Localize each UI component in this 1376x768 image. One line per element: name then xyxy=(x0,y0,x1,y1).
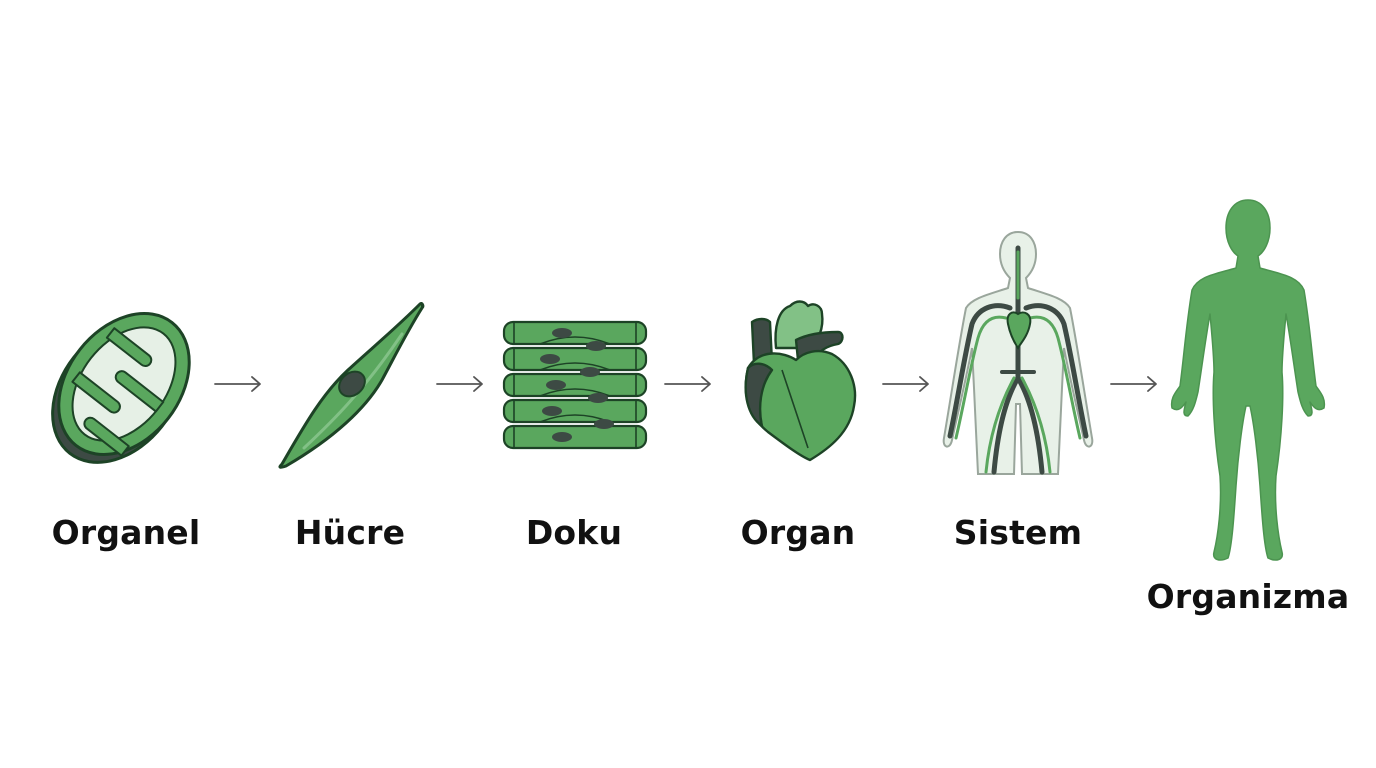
right-arrow-icon xyxy=(1110,374,1158,394)
circulatory-system-icon xyxy=(940,228,1096,476)
muscle-cell-icon xyxy=(274,298,426,470)
heart-icon xyxy=(738,298,858,462)
right-arrow-icon xyxy=(214,374,262,394)
stage-label-hucre: Hücre xyxy=(294,513,406,552)
tissue-icon xyxy=(500,316,650,450)
right-arrow-icon xyxy=(882,374,930,394)
stage-label-doku: Doku xyxy=(525,513,623,552)
right-arrow-icon xyxy=(664,374,712,394)
mitochondrion-icon xyxy=(48,298,200,470)
stage-label-sistem: Sistem xyxy=(953,513,1083,552)
stage-label-organel: Organel xyxy=(51,513,201,552)
right-arrow-icon xyxy=(436,374,484,394)
stage-label-organizma: Organizma xyxy=(1146,577,1350,616)
human-body-icon xyxy=(1168,196,1328,566)
stage-label-organ: Organ xyxy=(740,513,856,552)
